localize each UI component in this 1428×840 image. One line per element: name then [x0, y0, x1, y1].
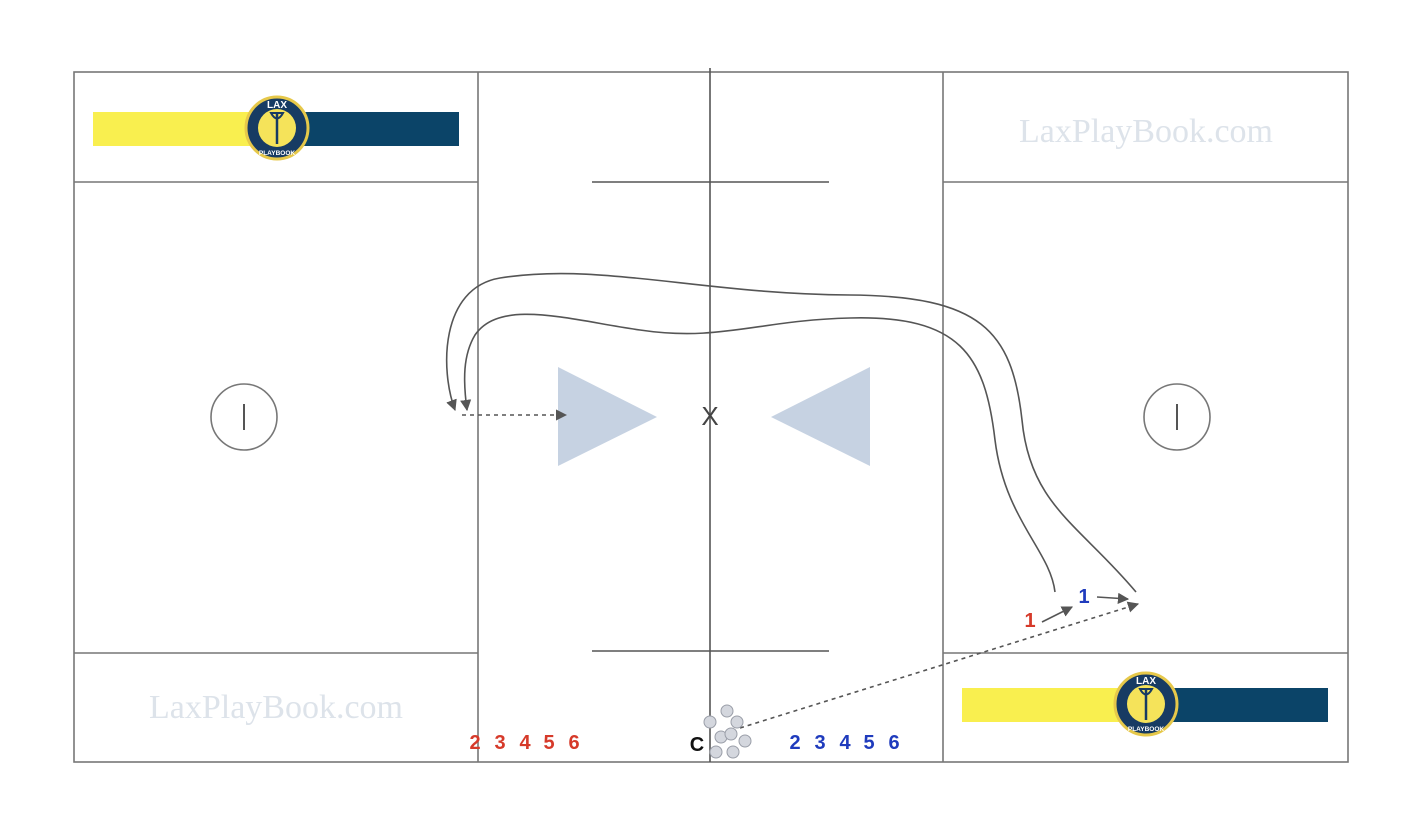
watermark-top-right: LaxPlayBook.com	[1019, 113, 1273, 150]
blue-player-2: 2	[789, 732, 800, 754]
ground-ball-pass-path	[739, 601, 1140, 729]
red-player-5: 5	[543, 732, 554, 754]
blue-player-move-arrow	[1096, 592, 1130, 604]
lax-playbook-logo: LAX PLAYBOOK	[244, 95, 310, 161]
logo-text-playbook: PLAYBOOK	[1128, 726, 1165, 733]
watermark-bottom-left: LaxPlayBook.com	[149, 689, 403, 726]
field-lines	[73, 68, 1349, 763]
red-player-2: 2	[469, 732, 480, 754]
logo-banner-top-left: LAX PLAYBOOK	[93, 95, 459, 161]
inner-run-path	[460, 313, 1056, 593]
logo-text-playbook: PLAYBOOK	[259, 150, 296, 157]
ball	[709, 745, 723, 759]
red-player-1: 1	[1024, 610, 1035, 632]
ball	[730, 715, 744, 729]
right-target-triangle	[771, 367, 870, 466]
red-waiting-line: 2 3 4 5 6	[469, 732, 579, 754]
ball	[738, 734, 752, 748]
blue-player-6: 6	[888, 732, 899, 754]
red-player-6: 6	[568, 732, 579, 754]
lax-playbook-logo: LAX PLAYBOOK	[1113, 671, 1179, 737]
blue-player-3: 3	[814, 732, 825, 754]
right-goal-crease	[1143, 383, 1211, 451]
outer-run-path	[445, 272, 1137, 593]
left-target-triangle	[558, 367, 657, 466]
left-goal-crease	[210, 383, 278, 451]
coach-label: C	[690, 734, 704, 756]
blue-player-1: 1	[1078, 586, 1089, 608]
ball-pile	[703, 704, 752, 759]
center-x-mark: X	[701, 401, 718, 431]
ball	[703, 715, 717, 729]
field-boundary	[73, 71, 1349, 763]
player-routes	[445, 272, 1140, 729]
red-player-4: 4	[519, 732, 531, 754]
ball	[720, 704, 734, 718]
logo-banner-bottom-right: LAX PLAYBOOK	[962, 671, 1328, 737]
red-player-3: 3	[494, 732, 505, 754]
logo-text-lax: LAX	[1136, 676, 1156, 687]
logo-text-lax: LAX	[267, 100, 287, 111]
ball	[726, 745, 740, 759]
ball	[724, 727, 738, 741]
red-player-move-arrow	[1041, 606, 1074, 623]
blue-player-4: 4	[839, 732, 851, 754]
blue-player-5: 5	[863, 732, 874, 754]
blue-waiting-line: 2 3 4 5 6	[789, 732, 899, 754]
